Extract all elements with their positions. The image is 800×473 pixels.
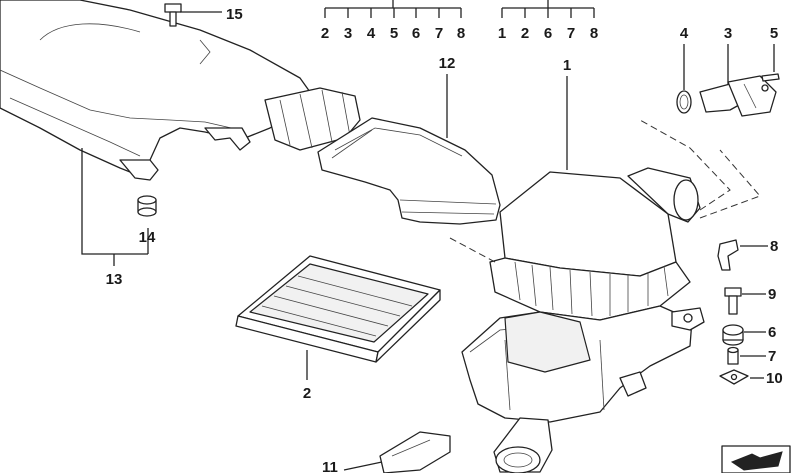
- kit-a-number-3: 4: [367, 25, 376, 42]
- callout-11: 11: [322, 459, 338, 473]
- callout-1: 1: [563, 57, 571, 74]
- kit-a-number-7: 8: [457, 25, 465, 42]
- intake-snorkel-part-13: [0, 0, 311, 181]
- grommet-part-6: [722, 324, 744, 346]
- callout-4: 4: [680, 25, 689, 42]
- bolt-part-9: [724, 287, 742, 315]
- callout-6: 6: [768, 324, 776, 341]
- bracket-part-11: [379, 431, 451, 473]
- air-filter-housing-part-1: [461, 167, 705, 473]
- callout-8: 8: [770, 238, 778, 255]
- callout-9: 9: [768, 286, 776, 303]
- callout-14: 14: [139, 229, 156, 246]
- callout-3: 3: [724, 25, 732, 42]
- kit-a-number-6: 7: [435, 25, 443, 42]
- kit-a-number-5: 6: [412, 25, 420, 42]
- intake-duct-part-12: [317, 117, 501, 225]
- kit-b-number-2: 2: [521, 25, 529, 42]
- corner-stamp-icon: [721, 445, 791, 473]
- o-ring-part-4: [676, 90, 692, 114]
- kit-b-number-1: 1: [498, 25, 506, 42]
- callout-labels: 2 3 4 5 6 7 8 1 2 6 7 8 15 12 1 4 3 5 14…: [106, 6, 783, 473]
- kit-b-number-5: 8: [590, 25, 598, 42]
- grommet-part-14: [137, 195, 157, 217]
- screw-part-5: [761, 73, 780, 82]
- leader-lines: [81, 0, 775, 471]
- kit-b-number-4: 7: [567, 25, 575, 42]
- clip-part-8: [717, 239, 739, 271]
- bushing-part-7: [727, 346, 739, 365]
- nut-clip-part-10: [719, 369, 749, 385]
- callout-5: 5: [770, 25, 778, 42]
- callout-10: 10: [766, 370, 783, 387]
- air-filter-element-part-2: [235, 255, 441, 363]
- kit-b-number-3: 6: [544, 25, 552, 42]
- kit-a-number-1: 2: [321, 25, 329, 42]
- callout-2: 2: [303, 385, 311, 402]
- air-mass-sensor-part-3: [699, 75, 777, 117]
- intake-bellows: [264, 87, 361, 151]
- callout-12: 12: [439, 55, 456, 72]
- kit-a-number-4: 5: [390, 25, 398, 42]
- kit-a-number-2: 3: [344, 25, 352, 42]
- callout-15: 15: [226, 6, 243, 23]
- callout-7: 7: [768, 348, 776, 365]
- callout-13: 13: [106, 271, 123, 288]
